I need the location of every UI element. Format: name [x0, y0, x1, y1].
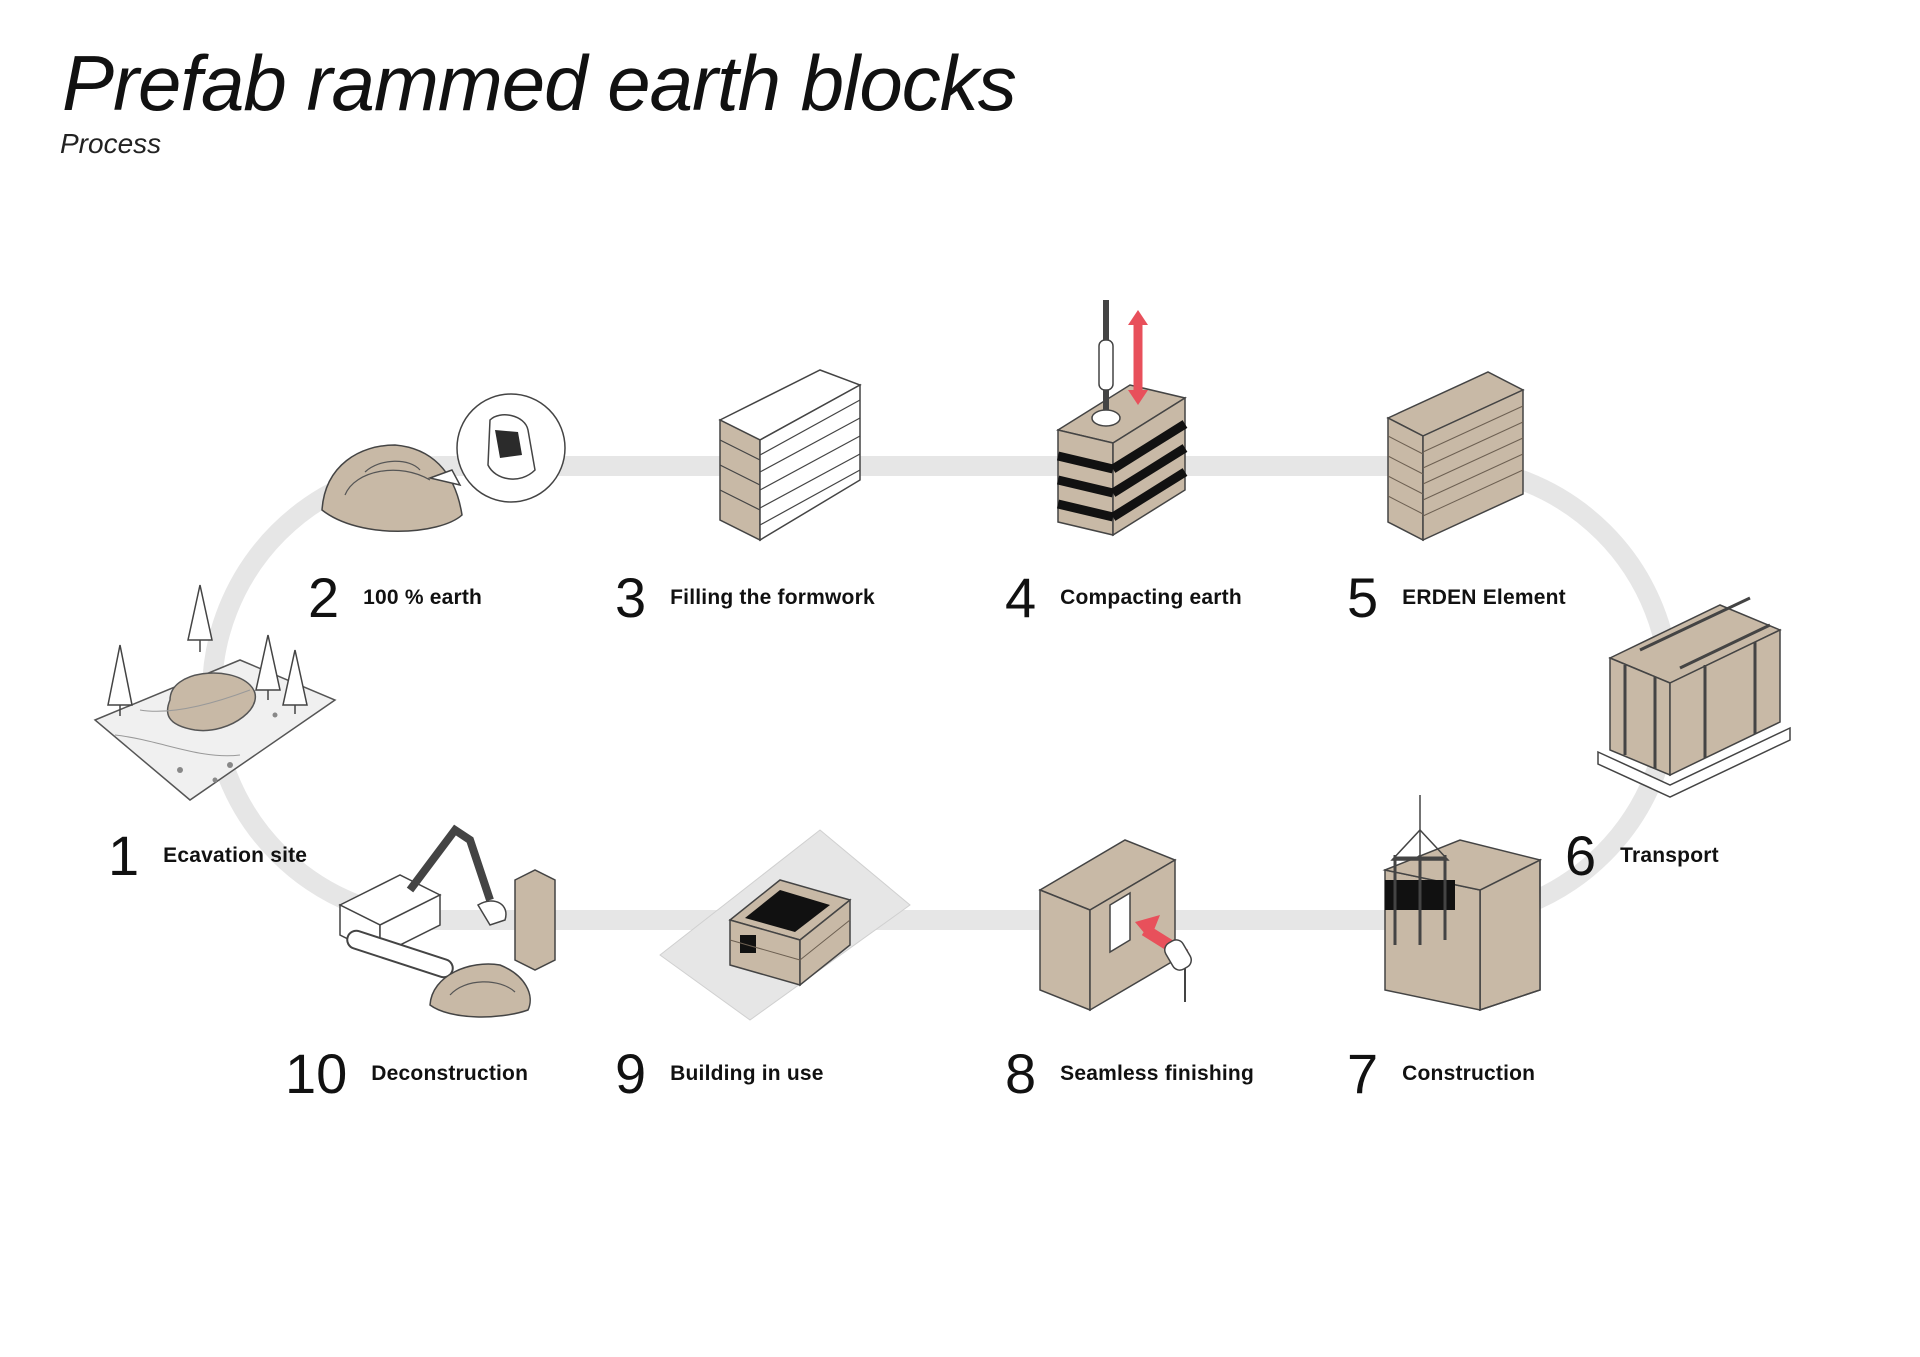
- step-label: Ecavation site: [163, 844, 308, 867]
- step-4: 4 Compacting earth: [1005, 570, 1242, 626]
- step-6: 6 Transport: [1565, 828, 1719, 884]
- step-3: 3 Filling the formwork: [615, 570, 875, 626]
- step-1: 1 Ecavation site: [108, 828, 307, 884]
- excavator-icon: [338, 824, 556, 1018]
- step-label: Construction: [1402, 1062, 1536, 1085]
- step-9: 9 Building in use: [615, 1046, 824, 1102]
- house-icon: [659, 829, 911, 1021]
- step-number: 8: [1005, 1042, 1037, 1105]
- step-8: 8 Seamless finishing: [1005, 1046, 1254, 1102]
- crane-wall-icon: [1382, 795, 1543, 1012]
- step-label: Seamless finishing: [1060, 1062, 1254, 1085]
- step-10: 10 Deconstruction: [285, 1046, 528, 1102]
- step-label: Compacting earth: [1060, 586, 1242, 609]
- crate-pallet-icon: [1597, 596, 1791, 798]
- step-label: ERDEN Element: [1402, 586, 1566, 609]
- step-7: 7 Construction: [1347, 1046, 1535, 1102]
- step-label: Transport: [1620, 844, 1719, 867]
- step-number: 9: [615, 1042, 647, 1105]
- step-label: Building in use: [670, 1062, 824, 1085]
- formwork-icon: [718, 369, 862, 542]
- earth-mound-icon: [321, 393, 566, 532]
- earth-block-icon: [1386, 371, 1525, 542]
- step-2: 2 100 % earth: [308, 570, 482, 626]
- step-label: Filling the formwork: [670, 586, 875, 609]
- step-5: 5 ERDEN Element: [1347, 570, 1566, 626]
- rammer-icon: [1056, 300, 1188, 537]
- page-title: Prefab rammed earth blocks: [62, 39, 1017, 127]
- step-label: Deconstruction: [371, 1062, 529, 1085]
- step-number: 3: [615, 566, 647, 629]
- step-number: 7: [1347, 1042, 1379, 1105]
- excavation-site-icon: [93, 584, 337, 801]
- step-number: 5: [1347, 566, 1379, 629]
- step-label: 100 % earth: [363, 586, 483, 609]
- step-number: 2: [308, 566, 340, 629]
- trowel-wall-icon: [1038, 839, 1192, 1012]
- step-number: 4: [1005, 566, 1037, 629]
- step-number: 6: [1565, 824, 1597, 887]
- page-subtitle: Process: [60, 128, 162, 159]
- step-number: 1: [108, 824, 140, 887]
- step-number: 10: [285, 1042, 348, 1105]
